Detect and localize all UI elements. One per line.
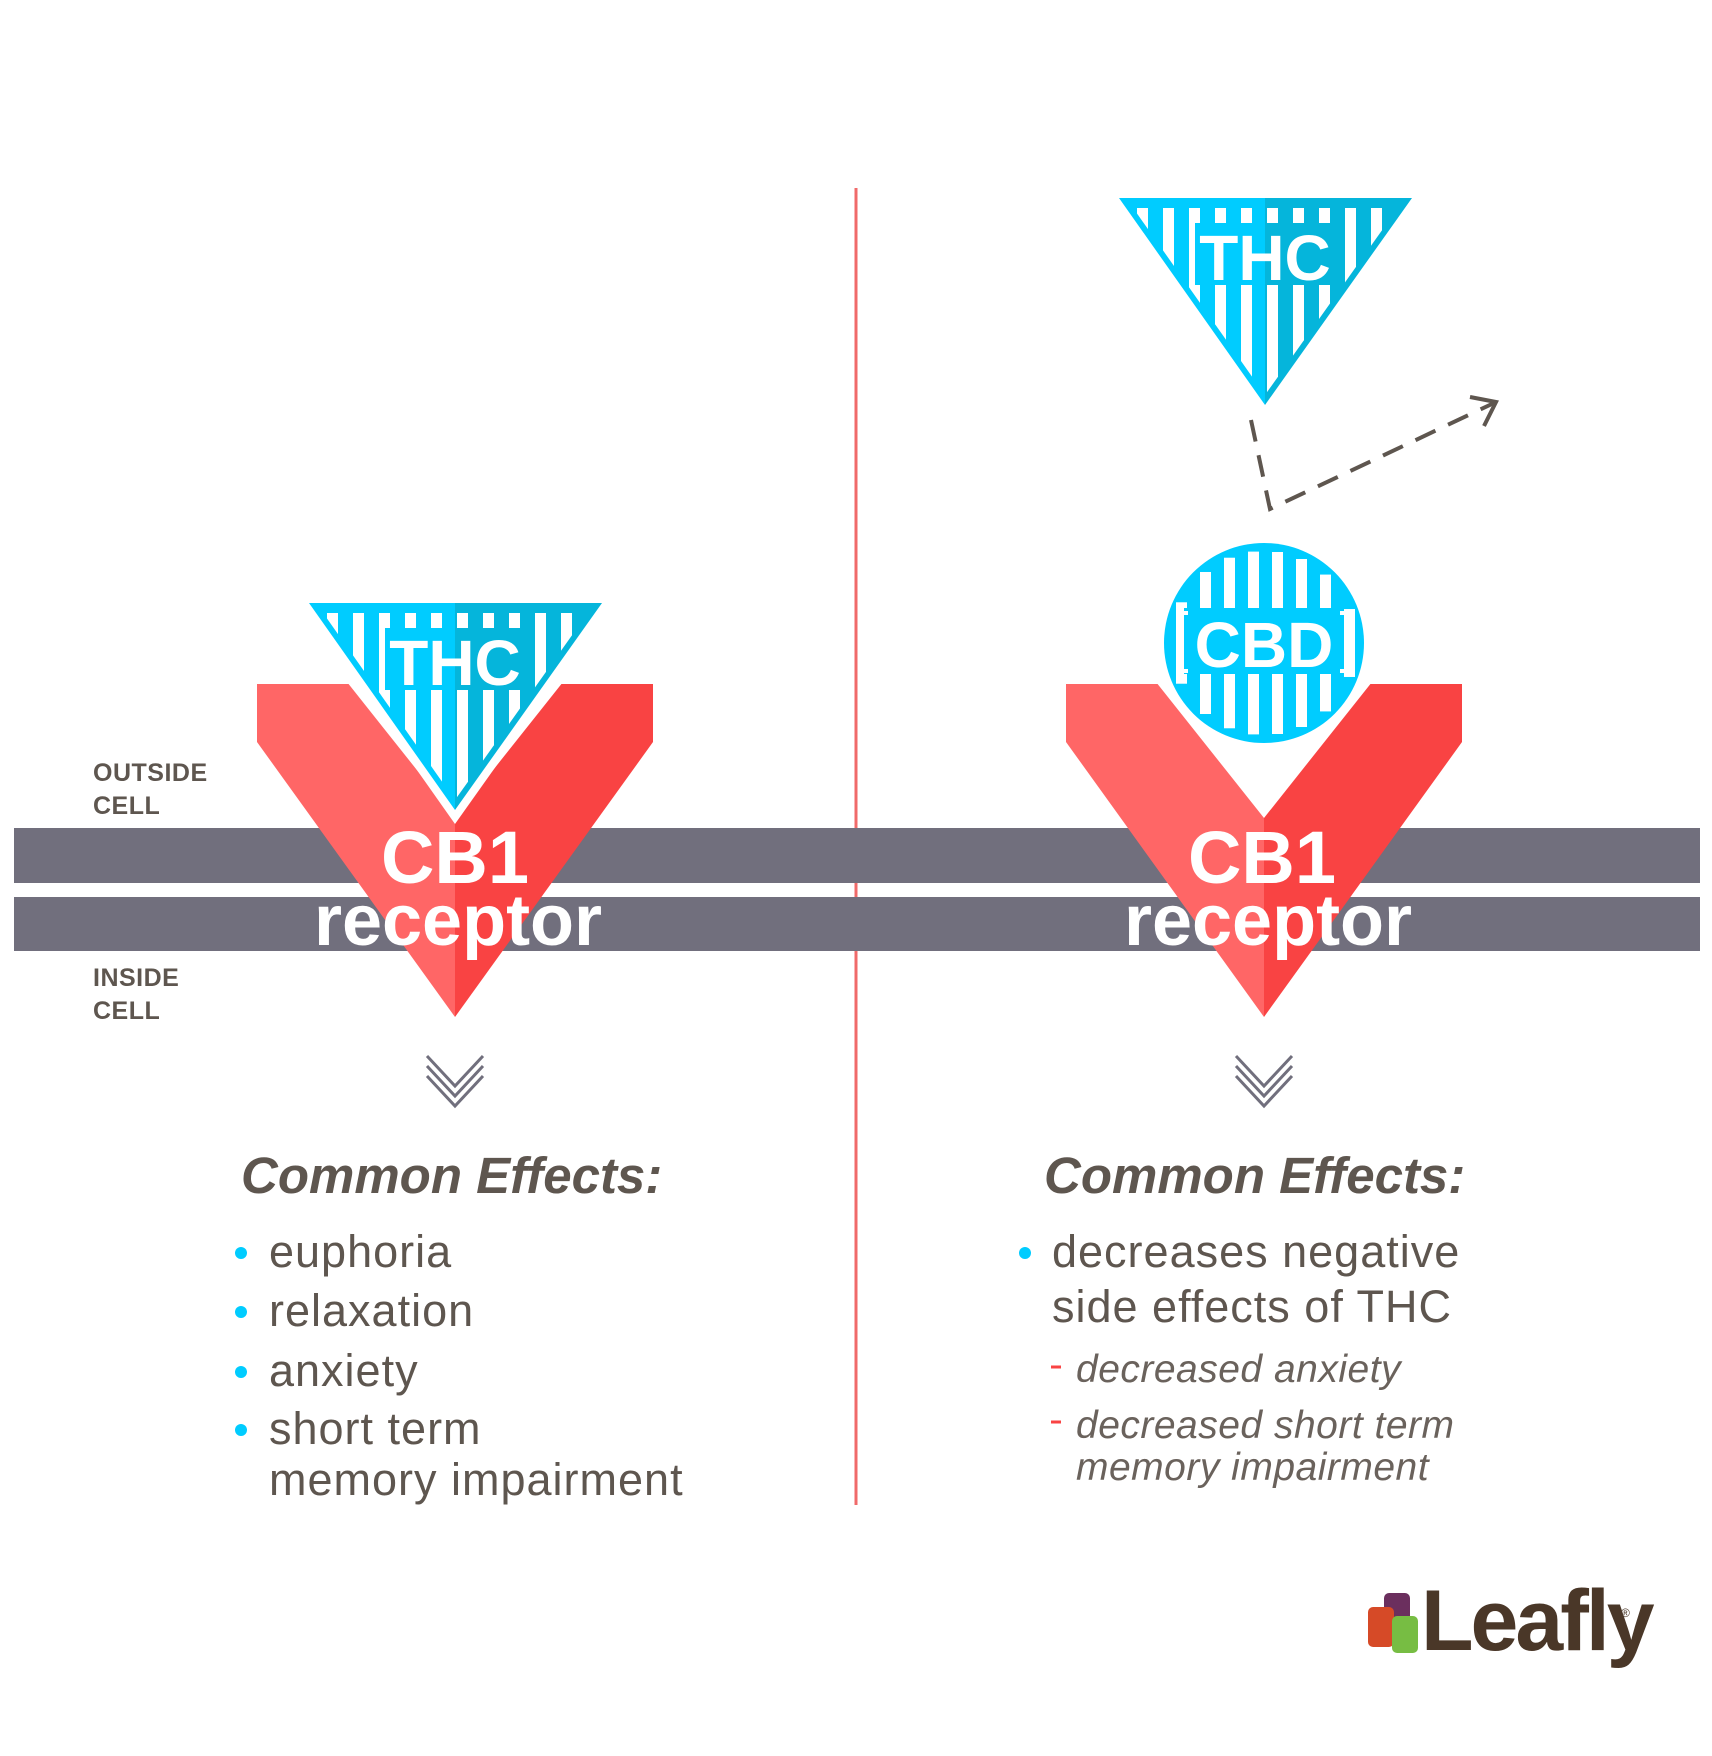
membrane-inner-layer (14, 897, 1700, 951)
sub-item-continued: memory impairment (1076, 1446, 1431, 1489)
receptor-left-half (257, 684, 455, 1017)
right-receptor-word: receptor (1124, 881, 1412, 961)
list-item-continued: memory impairment (269, 1454, 684, 1505)
left-effects-list: euphoria relaxation anxiety short term m… (235, 1226, 684, 1505)
logo-text: Leafly (1421, 1573, 1655, 1669)
right-displaced-thc-molecule: THC (1105, 192, 1426, 419)
left-effects-title: Common Effects: (241, 1147, 662, 1204)
bullet-icon (235, 1424, 247, 1436)
right-effects-title: Common Effects: (1044, 1147, 1465, 1204)
molecule-label: THC (1199, 222, 1331, 294)
leafly-logo: Leafly ® (1368, 1573, 1658, 1669)
bullet-icon (235, 1366, 247, 1378)
list-item: euphoria (269, 1226, 452, 1277)
membrane-outer-layer (14, 828, 1700, 883)
stripe (1137, 208, 1148, 230)
bullet-icon (235, 1247, 247, 1259)
cell-membrane (14, 828, 1700, 951)
stripe (561, 613, 572, 651)
right-chevron-down-icon (1234, 1054, 1294, 1109)
receptor-right-half (455, 684, 653, 1017)
list-item: decreases negative (1052, 1226, 1460, 1277)
stripe (1345, 208, 1356, 283)
inside-cell-label-2: CELL (93, 997, 160, 1025)
right-receptor-name: CB1 (1188, 816, 1336, 899)
outside-cell-label: OUTSIDE (93, 759, 208, 787)
stripe (1163, 208, 1174, 266)
registered-mark: ® (1621, 1606, 1630, 1620)
stripe (1371, 208, 1382, 246)
list-item: anxiety (269, 1345, 419, 1396)
receptor-left-half (1066, 684, 1264, 1017)
left-receptor-word: receptor (314, 881, 602, 961)
list-item: short term (269, 1403, 482, 1454)
left-thc-molecule: THC (295, 597, 616, 824)
receptor-right-half (1264, 684, 1462, 1017)
left-receptor-name: CB1 (381, 816, 529, 899)
inside-cell-label: INSIDE (93, 964, 179, 992)
outside-cell-label-2: CELL (93, 792, 160, 820)
molecule-label: CBD (1195, 609, 1334, 681)
molecule-label: THC (389, 627, 521, 699)
list-item-continued: side effects of THC (1052, 1281, 1452, 1332)
sub-item: decreased anxiety (1076, 1348, 1403, 1391)
displacement-arrow-icon (1249, 395, 1499, 512)
bullet-icon (1019, 1247, 1031, 1259)
list-item: relaxation (269, 1285, 474, 1336)
bullet-icon (235, 1306, 247, 1318)
stripe (327, 613, 338, 635)
right-cbd-molecule: CBD (1159, 538, 1369, 748)
stripe (535, 613, 546, 688)
stripe (353, 613, 364, 671)
sub-item: decreased short term (1076, 1404, 1455, 1447)
stripe (1344, 609, 1355, 677)
left-chevron-down-icon (425, 1054, 485, 1109)
right-effects-list: decreases negative side effects of THC d… (1019, 1226, 1460, 1489)
